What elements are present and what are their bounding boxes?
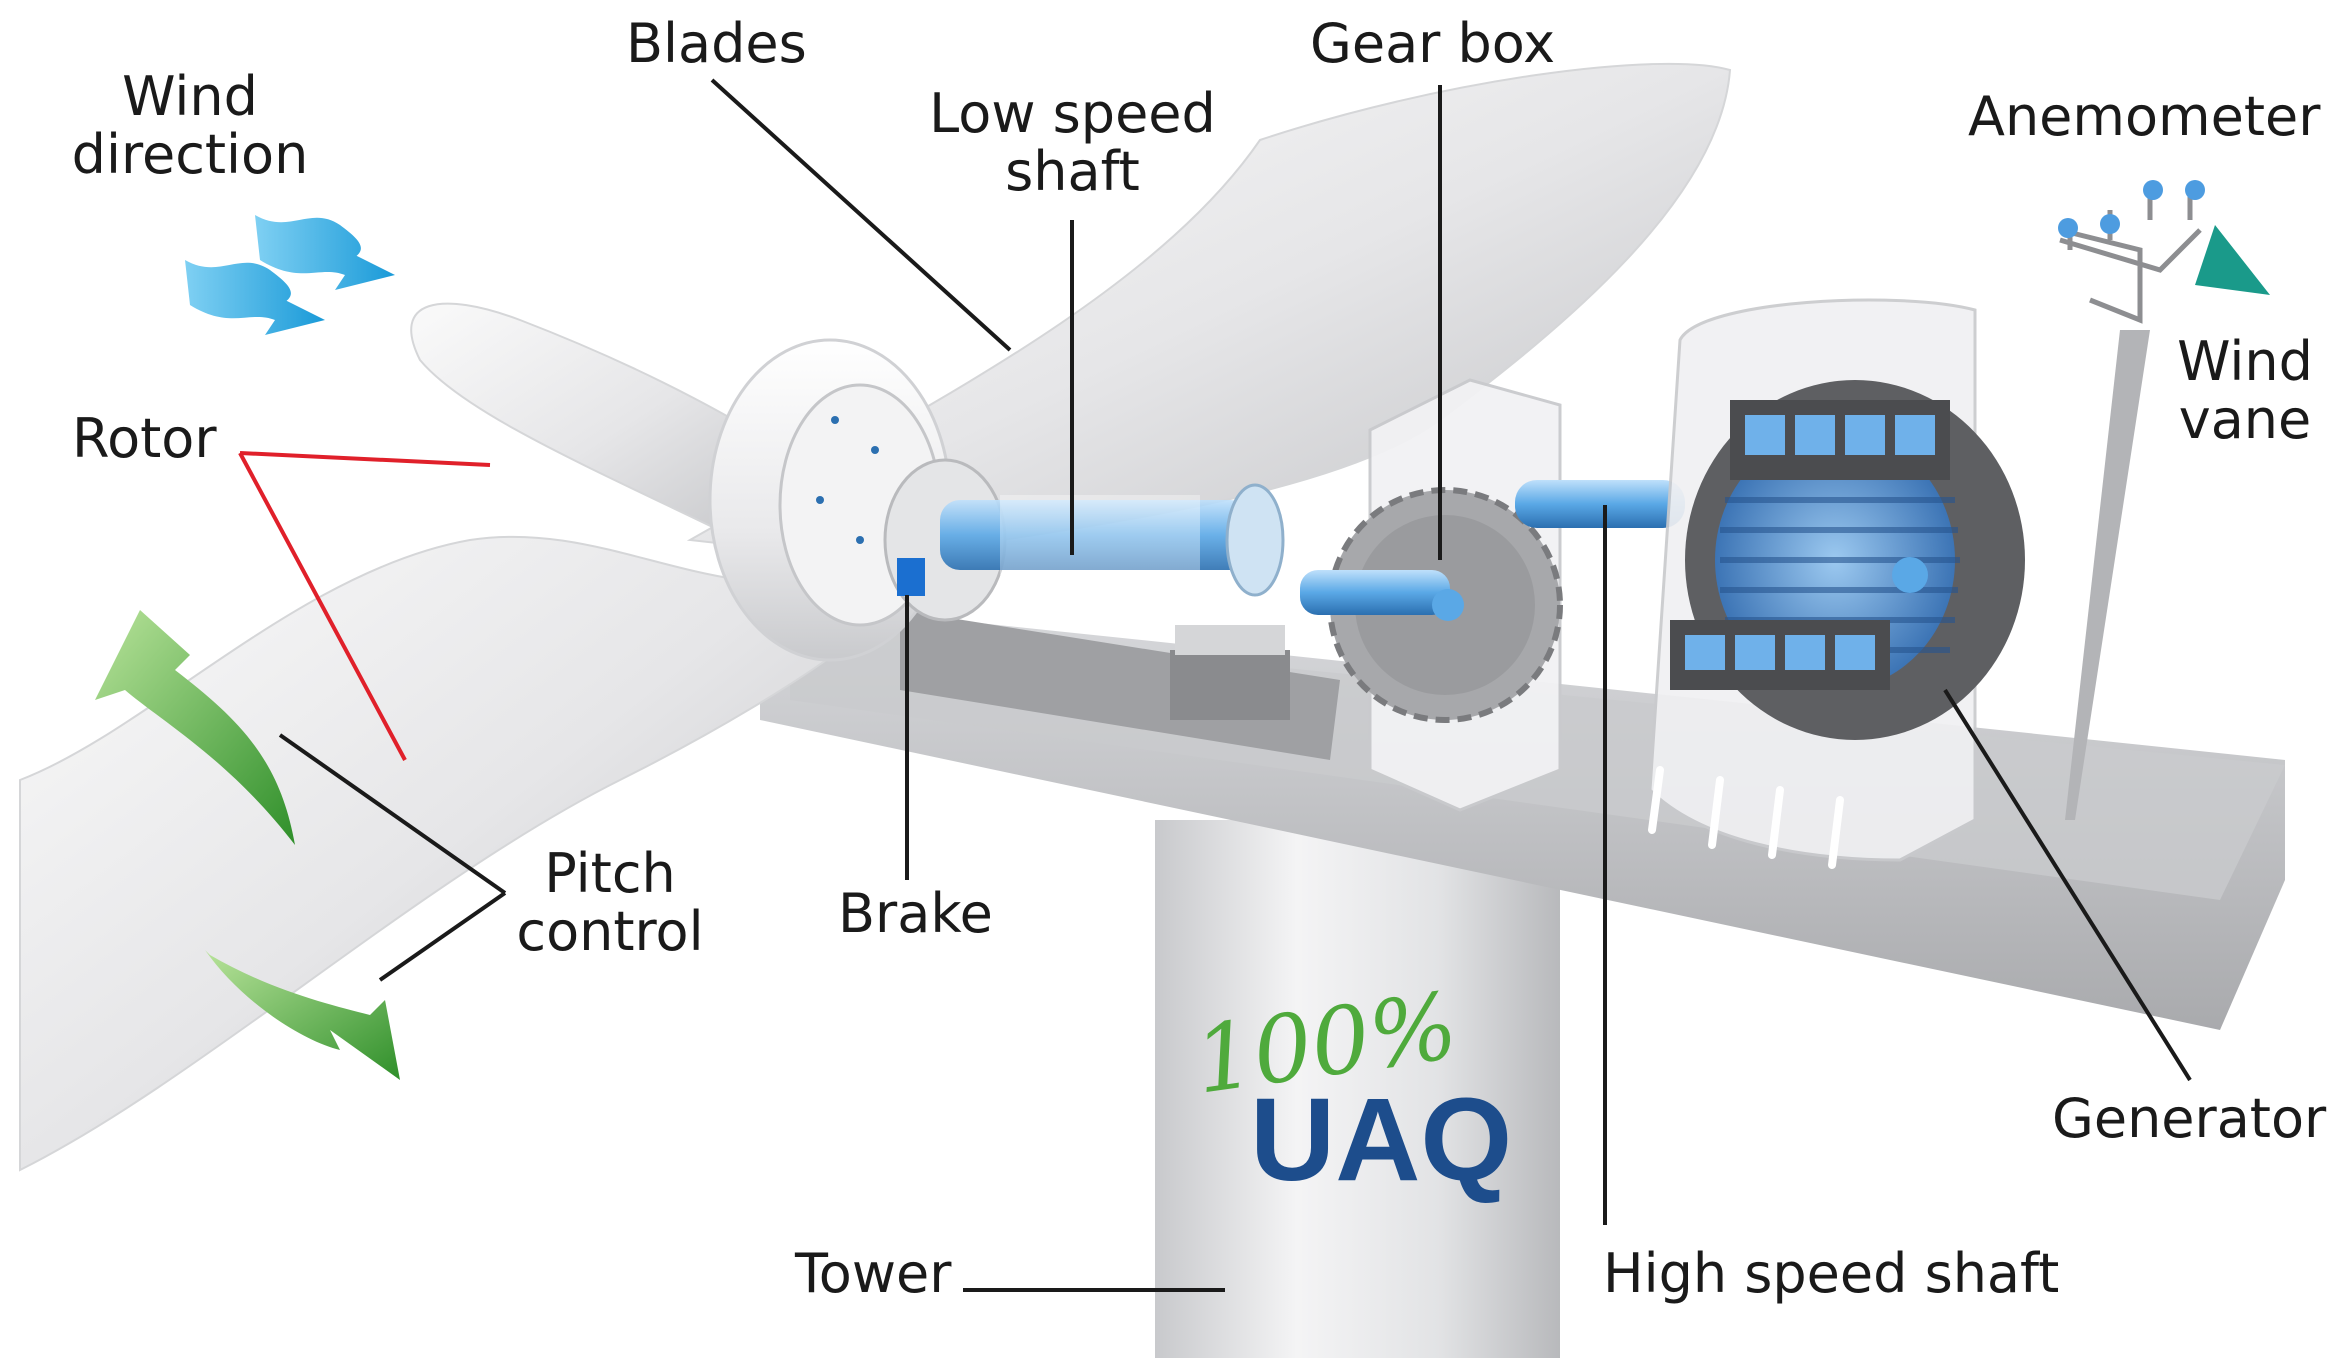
wind-vane [2195, 225, 2270, 295]
high-speed-shaft [1515, 480, 1685, 528]
low-speed-shaft [940, 500, 1250, 570]
label-wind-vane: Wind vane [2177, 330, 2313, 451]
label-wind-direction: Wind direction [71, 65, 309, 186]
label-gear-box: Gear box [1310, 12, 1556, 75]
label-brake: Brake [838, 882, 993, 945]
generator-mounts [1648, 766, 1844, 869]
label-pitch-control: Pitch control [516, 842, 704, 963]
pitch-arrow-lower [205, 950, 400, 1080]
label-rotor: Rotor [72, 407, 217, 470]
leader-lines [278, 78, 2192, 1292]
anemometer [2058, 180, 2205, 820]
tower [1155, 820, 1560, 1358]
nacelle-rail [900, 610, 1340, 760]
label-tower: Tower [795, 1242, 952, 1305]
label-anemometer: Anemometer [1968, 85, 2321, 148]
rotor-leader-lines [238, 451, 491, 761]
label-blades: Blades [626, 12, 807, 75]
wind-direction-arrows [185, 215, 395, 335]
label-low-speed-shaft: Low speed shaft [929, 82, 1216, 203]
blade-lower [19, 535, 842, 1172]
pitch-arrow-upper [95, 610, 295, 845]
label-generator: Generator [2052, 1087, 2327, 1150]
logo-name: UAQ [1250, 1074, 1512, 1206]
generator-magnets-top [1730, 400, 1950, 480]
label-high-speed-shaft: High speed shaft [1603, 1242, 2060, 1305]
shaft-coupling [1225, 483, 1285, 597]
shaft-support [1170, 650, 1290, 720]
brake [897, 558, 925, 596]
generator-magnets-bottom [1670, 620, 1890, 690]
